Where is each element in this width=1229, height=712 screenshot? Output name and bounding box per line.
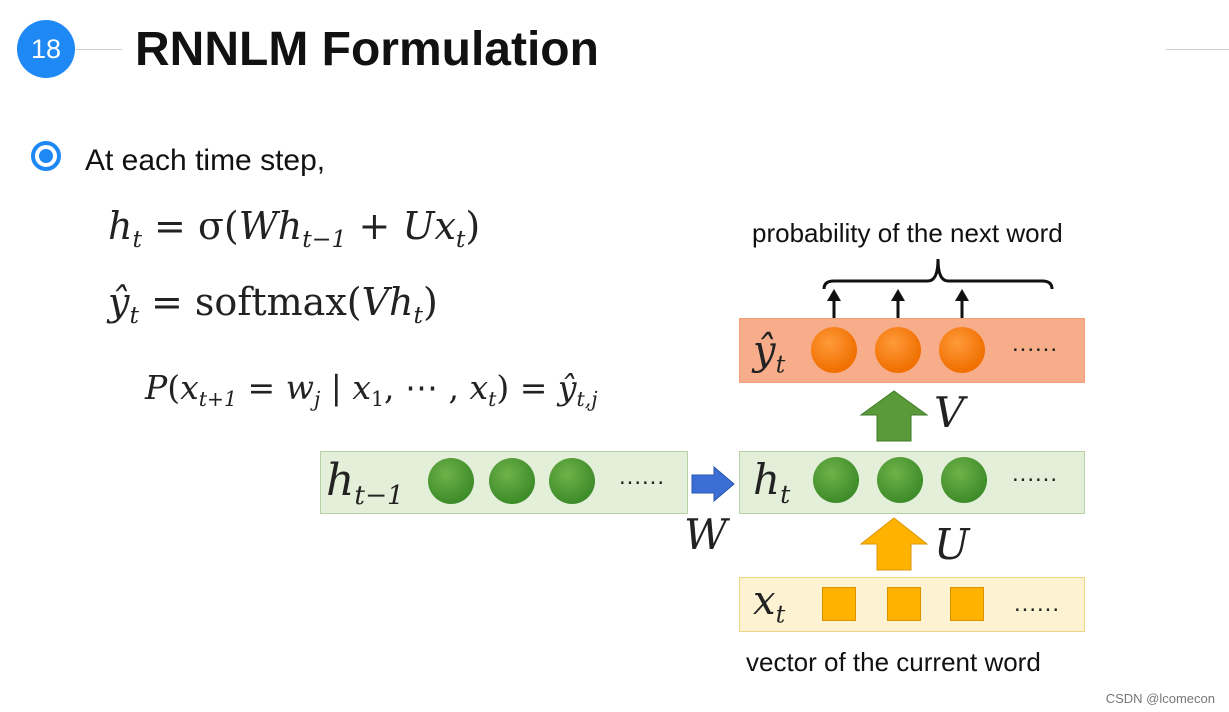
hidden-unit bbox=[941, 457, 987, 503]
output-ellipsis: ...... bbox=[1012, 330, 1059, 357]
arrowhead-3 bbox=[955, 289, 969, 301]
top-caption: probability of the next word bbox=[752, 218, 1063, 248]
bullet-dot-icon bbox=[39, 149, 53, 163]
w-arrow-icon bbox=[691, 465, 735, 503]
output-unit bbox=[811, 327, 857, 373]
equation-softmax-output: ŷt = softmax(Vht) bbox=[108, 280, 438, 330]
bottom-caption: vector of the current word bbox=[746, 647, 1041, 677]
v-weight-label: V bbox=[934, 388, 965, 437]
hidden-ellipsis: ...... bbox=[1012, 460, 1059, 487]
hidden-layer-label: ht bbox=[753, 455, 791, 509]
bullet-icon bbox=[31, 141, 61, 171]
equation-hidden-state: ht = σ(Wht−1 + Uxt) bbox=[108, 204, 481, 254]
watermark: CSDN @lcomecon bbox=[1105, 691, 1215, 706]
output-layer-label: ŷt bbox=[753, 328, 786, 379]
v-arrow-icon bbox=[859, 390, 929, 442]
output-unit bbox=[939, 327, 985, 373]
prev-hidden-unit bbox=[549, 458, 595, 504]
w-weight-label: W bbox=[684, 510, 728, 559]
header-divider-left bbox=[75, 49, 122, 50]
hidden-unit bbox=[877, 457, 923, 503]
input-layer-label: xt bbox=[753, 578, 786, 629]
u-weight-label: U bbox=[934, 520, 970, 569]
arrowhead-1 bbox=[827, 289, 841, 301]
prev-hidden-ellipsis: ...... bbox=[619, 463, 666, 490]
curly-brace bbox=[822, 258, 1054, 290]
u-arrow-icon bbox=[859, 517, 929, 571]
input-ellipsis: ...... bbox=[1014, 590, 1061, 617]
input-unit bbox=[887, 587, 921, 621]
input-unit bbox=[950, 587, 984, 621]
bullet-text: At each time step, bbox=[85, 144, 326, 177]
slide-number-badge: 18 bbox=[17, 20, 75, 78]
input-unit bbox=[822, 587, 856, 621]
prev-hidden-layer-label: ht−1 bbox=[326, 455, 404, 512]
output-unit bbox=[875, 327, 921, 373]
header-divider-right bbox=[1166, 49, 1229, 50]
slide-title: RNNLM Formulation bbox=[135, 23, 599, 76]
prev-hidden-unit bbox=[428, 458, 474, 504]
prev-hidden-unit bbox=[489, 458, 535, 504]
equation-probability: P(xt+1 = wj | x1, ⋯ , xt) = ŷt,j bbox=[145, 368, 598, 412]
arrowhead-2 bbox=[891, 289, 905, 301]
hidden-unit bbox=[813, 457, 859, 503]
